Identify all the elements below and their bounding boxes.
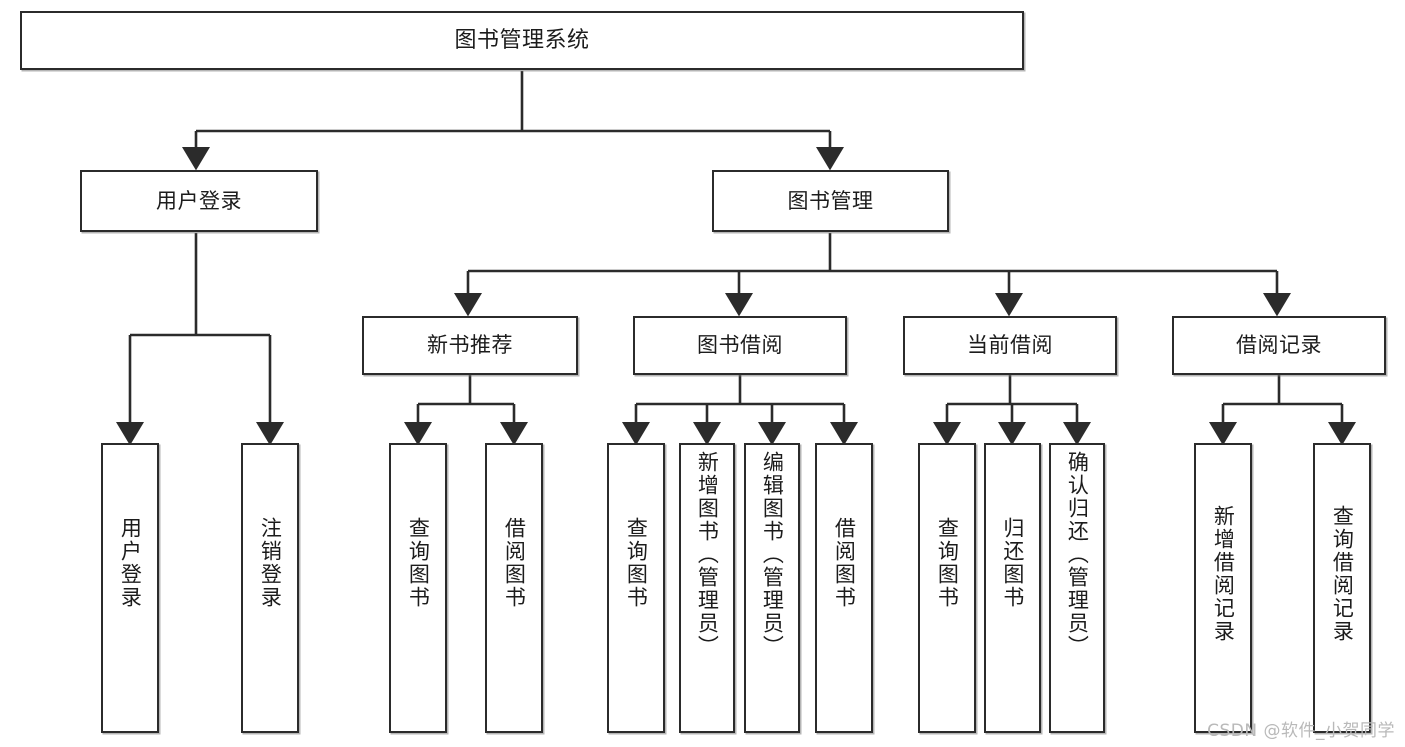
node-borrow-record[interactable]: 借阅记录 [1172, 316, 1386, 375]
node-label: 图书管理 [787, 188, 874, 213]
node-label: 借阅图书 [832, 517, 857, 609]
node-label: 查询借阅记录 [1330, 505, 1355, 643]
leaf-borrow-book-borrow[interactable]: 借阅图书 [815, 443, 873, 733]
leaf-query-borrow-record[interactable]: 查询借阅记录 [1313, 443, 1371, 733]
node-label: 借阅记录 [1236, 333, 1322, 358]
node-new-book-recommend[interactable]: 新书推荐 [362, 316, 578, 375]
node-label: 查询图书 [935, 517, 960, 609]
node-current-borrow[interactable]: 当前借阅 [903, 316, 1117, 375]
watermark-text: CSDN @软件_小贺同学 [1207, 721, 1395, 741]
node-label: 注销登录 [258, 517, 283, 609]
leaf-user-logout[interactable]: 注销登录 [241, 443, 299, 733]
node-user-login[interactable]: 用户登录 [80, 170, 318, 232]
node-label: 归还图书 [1000, 517, 1025, 609]
node-root-system[interactable]: 图书管理系统 [20, 11, 1024, 70]
node-label: 查询图书 [406, 517, 431, 609]
leaf-user-login[interactable]: 用户登录 [101, 443, 159, 733]
node-label: 当前借阅 [967, 333, 1053, 358]
node-label: 新书推荐 [427, 333, 513, 358]
leaf-confirm-return-admin[interactable]: 确认归还（管理员） [1049, 443, 1105, 733]
leaf-query-book-current[interactable]: 查询图书 [918, 443, 976, 733]
leaf-add-book-admin[interactable]: 新增图书（管理员） [679, 443, 735, 733]
node-label: 新增图书（管理员） [695, 451, 720, 658]
leaf-borrow-book-recommend[interactable]: 借阅图书 [485, 443, 543, 733]
node-label: 用户登录 [156, 188, 242, 213]
leaf-edit-book-admin[interactable]: 编辑图书（管理员） [744, 443, 800, 733]
node-label: 编辑图书（管理员） [760, 451, 785, 658]
node-book-borrow[interactable]: 图书借阅 [633, 316, 847, 375]
node-book-manage[interactable]: 图书管理 [712, 170, 949, 232]
leaf-query-book-recommend[interactable]: 查询图书 [389, 443, 447, 733]
node-label: 新增借阅记录 [1211, 505, 1236, 643]
node-label: 确认归还（管理员） [1065, 451, 1090, 658]
node-label: 用户登录 [118, 517, 143, 609]
node-label: 借阅图书 [502, 517, 527, 609]
leaf-add-borrow-record[interactable]: 新增借阅记录 [1194, 443, 1252, 733]
node-label: 图书借阅 [697, 333, 783, 358]
leaf-query-book-borrow[interactable]: 查询图书 [607, 443, 665, 733]
leaf-return-book[interactable]: 归还图书 [984, 443, 1041, 733]
node-label: 图书管理系统 [454, 27, 590, 53]
node-label: 查询图书 [624, 517, 649, 609]
